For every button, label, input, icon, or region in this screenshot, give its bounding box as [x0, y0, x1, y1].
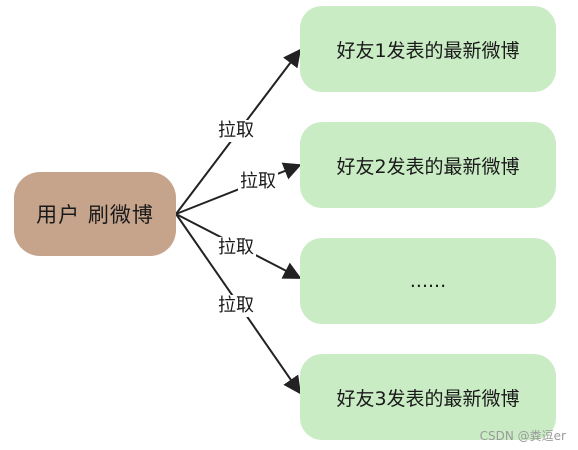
target-node-label: 好友3发表的最新微博	[336, 387, 520, 410]
edge-label-pull-2: 拉取	[238, 171, 278, 193]
target-node-label: 好友2发表的最新微博	[336, 155, 520, 178]
source-node-label: 用户 刷微博	[36, 203, 154, 227]
watermark: CSDN @粪逗er	[479, 429, 566, 443]
target-node-label: ......	[409, 270, 447, 292]
target-node-ellipsis: ......	[300, 238, 556, 324]
target-node-friend-1: 好友1发表的最新微博	[300, 6, 556, 92]
edge-label-pull-1: 拉取	[216, 120, 256, 142]
target-node-label: 好友1发表的最新微博	[336, 39, 520, 62]
edge-label-pull-4: 拉取	[216, 295, 256, 317]
edge-label-pull-3: 拉取	[216, 237, 256, 259]
target-node-friend-2: 好友2发表的最新微博	[300, 122, 556, 208]
source-node-user-refresh: 用户 刷微博	[14, 172, 176, 256]
target-node-friend-3: 好友3发表的最新微博	[300, 354, 556, 440]
